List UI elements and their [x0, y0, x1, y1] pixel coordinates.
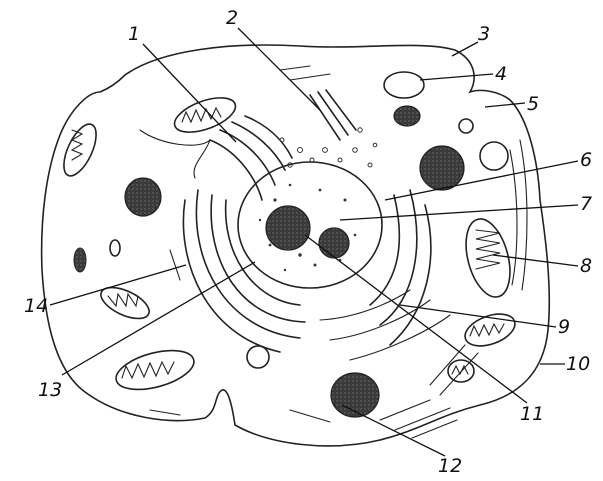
- label-3: 3: [478, 23, 490, 45]
- mitochondrion-lower-left: [112, 343, 198, 397]
- label-13: 13: [38, 379, 62, 401]
- label-12: 12: [438, 455, 462, 477]
- mitochondrion-left-mid: [96, 281, 153, 325]
- label-7: 7: [580, 193, 592, 215]
- label-2: 2: [226, 7, 238, 29]
- vesicles: [280, 128, 377, 167]
- membrane-fold: [140, 130, 210, 178]
- label-8: 8: [580, 255, 592, 277]
- label-4: 4: [495, 63, 507, 85]
- golgi-apparatus: [210, 90, 356, 200]
- mitochondrion-top: [170, 91, 240, 139]
- nucleolus-2: [319, 228, 349, 258]
- leader-lines: [50, 28, 578, 456]
- label-11: 11: [520, 403, 544, 425]
- label-14: 14: [24, 295, 48, 317]
- mitochondrion-right: [458, 214, 517, 302]
- label-10: 10: [566, 353, 590, 375]
- label-9: 9: [558, 316, 570, 338]
- lysosomes: [74, 106, 464, 417]
- label-6: 6: [580, 149, 592, 171]
- label-5: 5: [527, 93, 539, 115]
- nucleolus-1: [266, 206, 310, 250]
- mitochondrion-left: [57, 120, 102, 181]
- label-1: 1: [128, 23, 140, 45]
